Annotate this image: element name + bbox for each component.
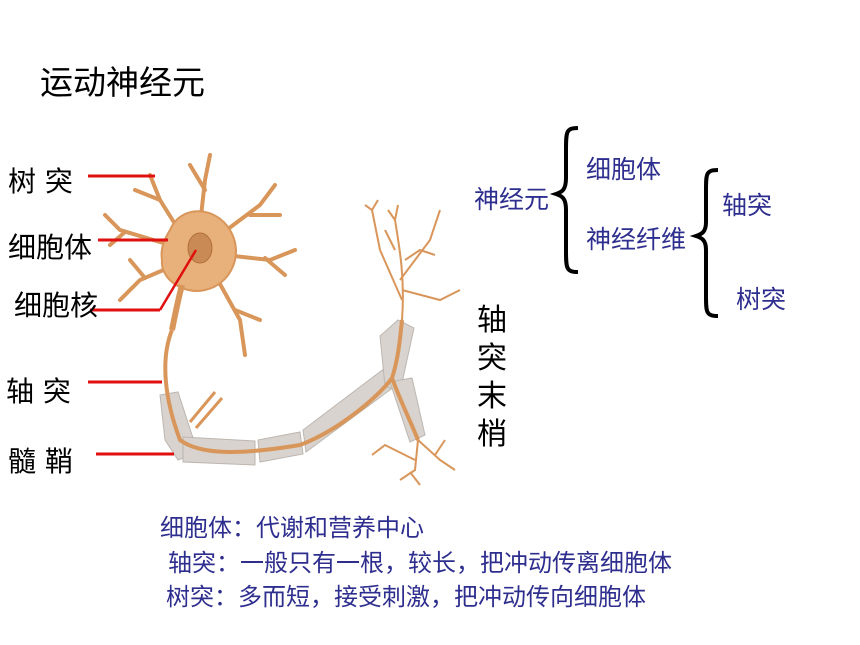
- page-title: 运动神经元: [40, 63, 205, 102]
- tree-dendrite: 树突: [736, 285, 787, 314]
- label-myelin: 髓 鞘: [8, 445, 73, 478]
- tree-axon: 轴突: [722, 191, 773, 220]
- brace-nerve-fiber: [689, 168, 719, 318]
- axon-terminal-bottom: [371, 439, 456, 486]
- tree-cell-body: 细胞体: [586, 155, 662, 184]
- note-cell-body: 细胞体：代谢和营养中心: [160, 514, 424, 542]
- label-cell-body: 细胞体: [8, 231, 93, 264]
- myelin-sheath: [159, 319, 426, 466]
- tree-nerve-fiber: 神经纤维: [586, 225, 687, 254]
- axon-path: [163, 319, 420, 454]
- label-nucleus: 细胞核: [14, 289, 99, 322]
- note-dendrite: 树突：多而短，接受刺激，把冲动传向细胞体: [166, 583, 646, 611]
- brace-neuron: [549, 126, 579, 274]
- label-dendrite: 树 突: [8, 165, 73, 198]
- tree-root-neuron: 神经元: [474, 185, 550, 214]
- label-lines: [88, 174, 198, 456]
- axon-terminal-top: [364, 199, 461, 321]
- label-axon: 轴 突: [6, 375, 71, 408]
- dendrites: [103, 153, 297, 357]
- note-axon: 轴突：一般只有一根，较长，把冲动传离细胞体: [168, 549, 672, 577]
- label-axon-terminal: 轴突末梢: [477, 303, 507, 452]
